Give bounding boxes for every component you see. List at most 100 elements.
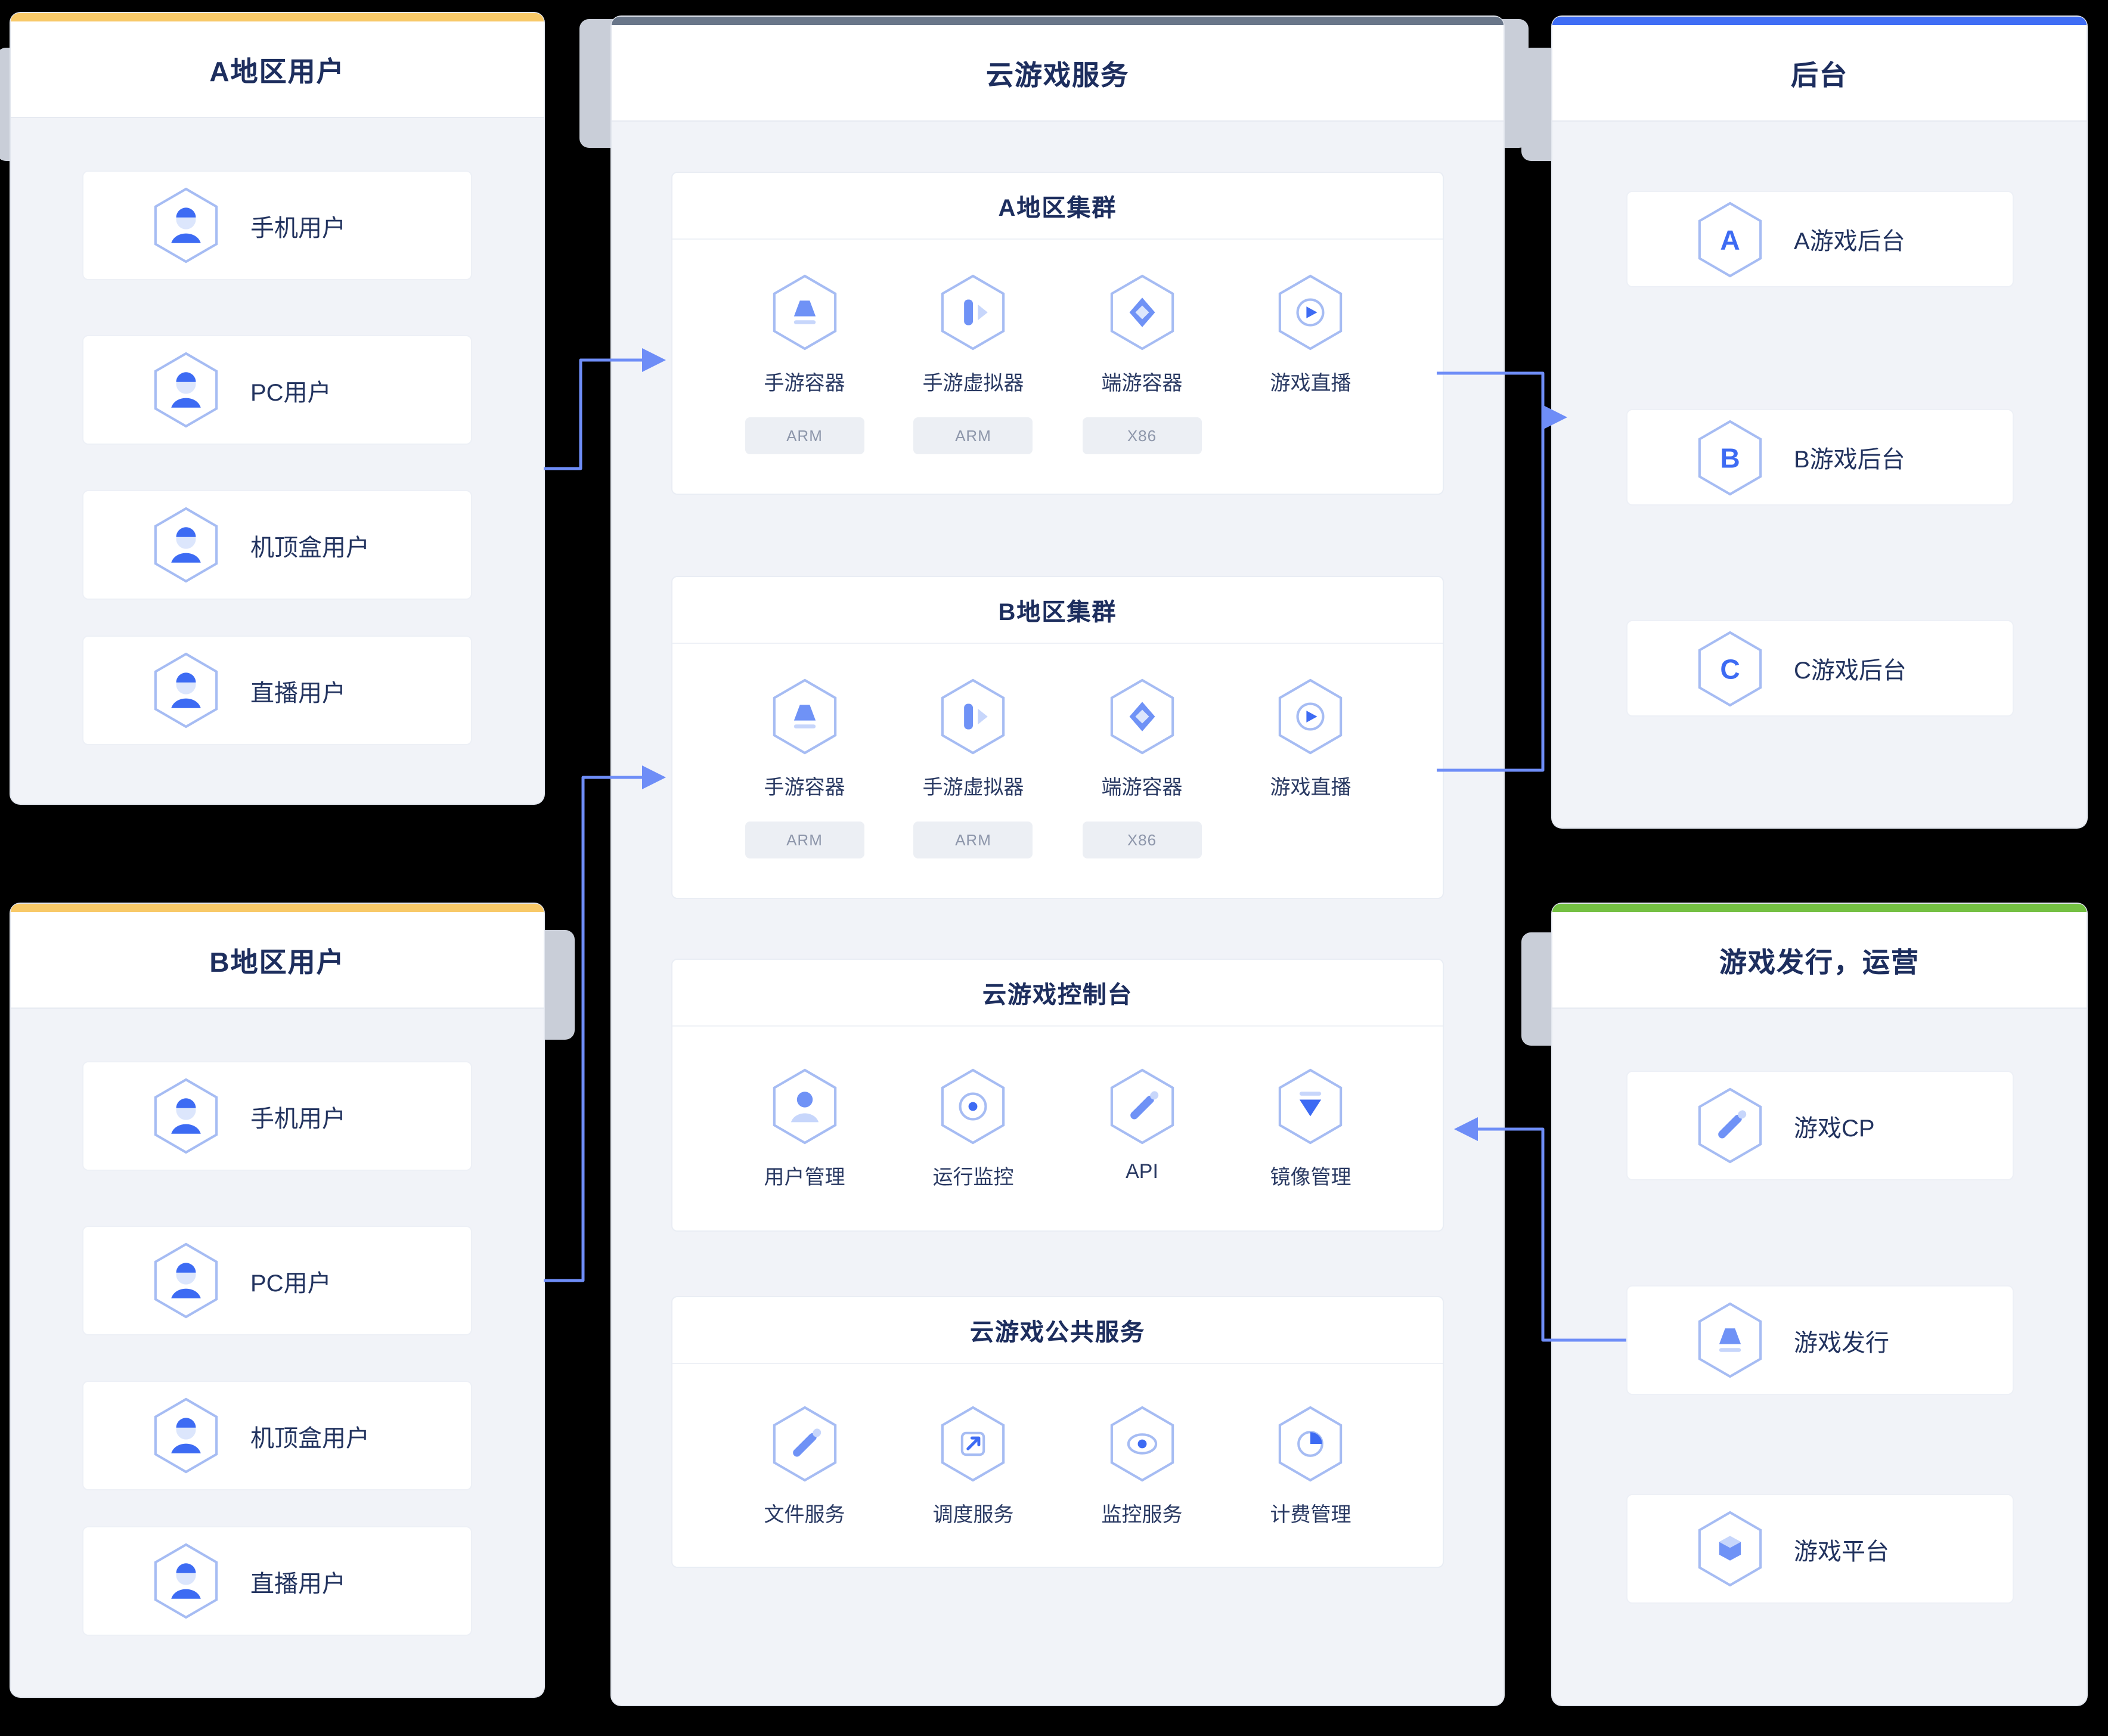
service-label: 用户管理 xyxy=(764,1166,845,1189)
api-icon xyxy=(1106,1067,1178,1146)
file-service-icon xyxy=(769,1405,841,1483)
section-cells: 手游容器 ARM 手游虚拟器 ARM 端游容器 X86 xyxy=(672,240,1443,454)
accent-bar-yellow xyxy=(11,904,544,912)
item-label: B游戏后台 xyxy=(1794,447,1905,473)
list-item-backend-b: B B游戏后台 xyxy=(1626,409,2013,506)
arch-tag: X86 xyxy=(1082,417,1202,454)
item-label: 手机用户 xyxy=(250,215,346,241)
service-mobile-game-emulator: 手游虚拟器 ARM xyxy=(889,677,1058,858)
service-runtime-monitoring: 运行监控 xyxy=(889,1067,1058,1190)
section-title: 云游戏控制台 xyxy=(672,960,1443,1027)
pc-user-icon xyxy=(150,1241,222,1320)
service-label: 镜像管理 xyxy=(1270,1166,1351,1189)
pc-user-icon xyxy=(150,351,222,429)
service-label: 调度服务 xyxy=(932,1504,1014,1526)
section-cells: 文件服务 调度服务 监控服务 计费管理 xyxy=(672,1364,1443,1527)
panel-body: 游戏CP 游戏发行 游戏平台 xyxy=(1552,1071,2087,1604)
panel-body: A地区集群 手游容器 ARM 手游虚拟器 ARM 端游容器 xyxy=(612,172,1504,1568)
item-label: PC用户 xyxy=(250,1270,331,1297)
arch-tag: ARM xyxy=(913,822,1033,858)
game-platform-icon xyxy=(1694,1509,1765,1588)
item-label: 直播用户 xyxy=(250,680,346,706)
live-user-icon xyxy=(150,1542,222,1620)
monitoring-service-icon xyxy=(1106,1405,1178,1483)
backend-c-icon: C xyxy=(1694,629,1765,708)
arch-tag: ARM xyxy=(745,417,864,454)
billing-management-icon xyxy=(1275,1405,1347,1483)
service-mobile-game-emulator: 手游虚拟器 ARM xyxy=(889,273,1058,454)
panel-region-b-users: B地区用户 手机用户 PC用户 机顶盒用户 直播用户 xyxy=(11,904,544,1697)
accent-bar-green xyxy=(1552,904,2087,912)
item-label: 直播用户 xyxy=(250,1571,346,1597)
panel-header: B地区用户 xyxy=(11,904,544,1009)
list-item-pc-user: PC用户 xyxy=(82,1226,472,1335)
panel-title: 云游戏服务 xyxy=(986,59,1129,90)
mobile-game-container-icon xyxy=(769,677,841,756)
game-live-stream-icon xyxy=(1275,273,1347,352)
list-item-live-user: 直播用户 xyxy=(82,636,472,745)
panel-publishing-operation: 游戏发行，运营 游戏CP 游戏发行 游戏平台 xyxy=(1552,904,2087,1705)
item-label: 游戏发行 xyxy=(1794,1330,1889,1356)
service-pc-game-container: 端游容器 X86 xyxy=(1058,677,1226,858)
section-cluster-a: A地区集群 手游容器 ARM 手游虚拟器 ARM 端游容器 xyxy=(671,172,1444,495)
accent-bar-yellow xyxy=(11,13,544,21)
list-item-mobile-user: 手机用户 xyxy=(82,1061,472,1171)
accent-bar-slate xyxy=(612,17,1504,25)
panel-body: A A游戏后台 B B游戏后台 C C游戏后台 xyxy=(1552,191,2087,717)
service-mobile-game-container: 手游容器 ARM xyxy=(720,273,889,454)
service-pc-game-container: 端游容器 X86 xyxy=(1058,273,1226,454)
service-billing-management: 计费管理 xyxy=(1226,1405,1395,1527)
list-item-live-user: 直播用户 xyxy=(82,1526,472,1636)
panel-backend: 后台 A A游戏后台 B B游戏后台 C C游戏后台 xyxy=(1552,17,2087,827)
service-api: API xyxy=(1058,1067,1226,1190)
image-management-icon xyxy=(1275,1067,1347,1146)
list-item-game-cp: 游戏CP xyxy=(1626,1071,2013,1180)
mobile-user-icon xyxy=(150,1077,222,1155)
scheduling-service-icon xyxy=(938,1405,1009,1483)
runtime-monitoring-icon xyxy=(938,1067,1009,1146)
panel-header: 后台 xyxy=(1552,17,2087,122)
game-live-stream-icon xyxy=(1275,677,1347,756)
mobile-game-emulator-icon xyxy=(938,273,1009,352)
section-title: 云游戏公共服务 xyxy=(672,1297,1443,1364)
list-item-pc-user: PC用户 xyxy=(82,335,472,445)
game-cp-icon xyxy=(1694,1086,1765,1165)
section-console: 云游戏控制台 用户管理 运行监控 API xyxy=(671,959,1444,1232)
panel-title: A地区用户 xyxy=(209,55,345,86)
service-label: 文件服务 xyxy=(764,1504,845,1526)
arch-tag: ARM xyxy=(745,822,864,858)
section-title: A地区集群 xyxy=(672,173,1443,240)
item-label: 游戏CP xyxy=(1794,1115,1875,1142)
service-file-service: 文件服务 xyxy=(720,1405,889,1527)
service-mobile-game-container: 手游容器 ARM xyxy=(720,677,889,858)
item-label: 机顶盒用户 xyxy=(250,535,370,561)
arch-tag: X86 xyxy=(1082,822,1202,858)
mobile-game-emulator-icon xyxy=(938,677,1009,756)
accent-bar-blue xyxy=(1552,17,2087,25)
panel-body: 手机用户 PC用户 机顶盒用户 直播用户 xyxy=(11,170,544,745)
game-publishing-icon xyxy=(1694,1301,1765,1380)
section-cells: 手游容器 ARM 手游虚拟器 ARM 端游容器 X86 xyxy=(672,644,1443,858)
service-game-live-stream: 游戏直播 xyxy=(1226,273,1395,454)
service-monitoring-service: 监控服务 xyxy=(1058,1405,1226,1527)
service-user-management: 用户管理 xyxy=(720,1067,889,1190)
list-item-backend-c: C C游戏后台 xyxy=(1626,620,2013,717)
mobile-user-icon xyxy=(150,186,222,265)
panel-header: A地区用户 xyxy=(11,13,544,118)
panel-title: B地区用户 xyxy=(209,946,345,977)
arch-tag: ARM xyxy=(913,417,1033,454)
item-label: A游戏后台 xyxy=(1794,229,1905,255)
service-label: 手游容器 xyxy=(764,776,845,799)
user-management-icon xyxy=(769,1067,841,1146)
section-cluster-b: B地区集群 手游容器 ARM 手游虚拟器 ARM 端游容器 xyxy=(671,576,1444,899)
service-label: 端游容器 xyxy=(1101,372,1183,395)
backend-letter: A xyxy=(1719,224,1739,255)
panel-title: 游戏发行，运营 xyxy=(1719,946,1920,977)
service-label: 游戏直播 xyxy=(1270,372,1351,395)
list-item-mobile-user: 手机用户 xyxy=(82,170,472,280)
settop-box-user-icon xyxy=(150,506,222,584)
panel-region-a-users: A地区用户 手机用户 PC用户 机顶盒用户 直播用户 xyxy=(11,13,544,804)
live-user-icon xyxy=(150,651,222,730)
list-item-settop-box-user: 机顶盒用户 xyxy=(82,490,472,600)
